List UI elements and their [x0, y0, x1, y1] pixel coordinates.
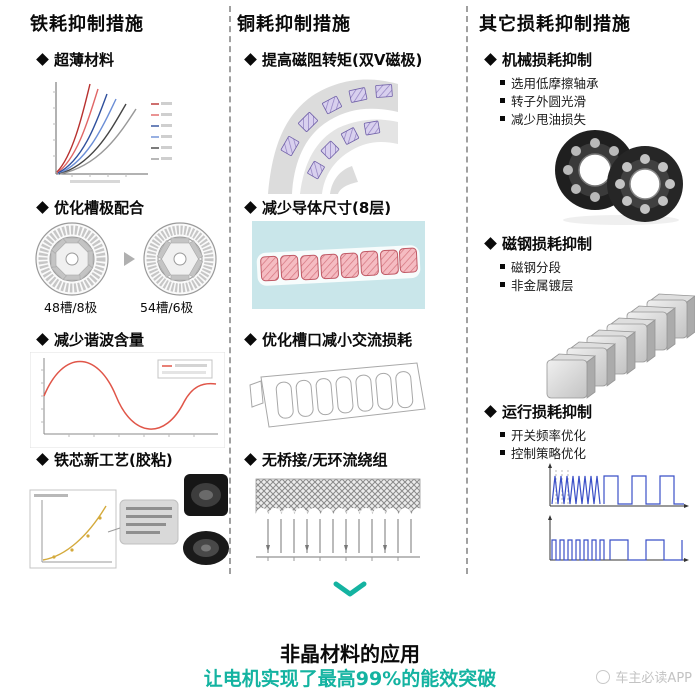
subitem-control-strategy: 控制策略优化 — [500, 443, 586, 462]
footer-highlight: 让电机实现了最高99%的能效突破 — [203, 668, 497, 690]
sine-wave-chart-figure — [29, 351, 226, 452]
square-bullet-icon — [500, 80, 505, 85]
subitem-smooth-rotor: 转子外圆光滑 — [500, 91, 586, 110]
subitem-reduce-oil-loss: 减少甩油损失 — [500, 109, 586, 128]
diamond-bullet-icon — [36, 453, 49, 466]
item-bridgeless-winding: 无桥接/无环流绕组 — [244, 449, 388, 470]
watermark-logo-icon — [596, 669, 611, 684]
watermark: 车主必读APP — [596, 667, 692, 686]
motor-cross-sections-figure — [28, 220, 228, 302]
item-label: 无桥接/无环流绕组 — [262, 451, 388, 469]
subitem-nonmetal-coating: 非金属镀层 — [500, 275, 574, 294]
magnet-blocks-figure — [537, 288, 697, 414]
subitem-label: 减少甩油损失 — [511, 112, 587, 127]
caption-48-slot-8-pole: 48槽/8极 — [44, 300, 98, 315]
subitem-label: 开关频率优化 — [511, 428, 587, 443]
item-label: 优化槽口减小交流损耗 — [262, 331, 413, 349]
item-label: 运行损耗抑制 — [502, 403, 593, 421]
item-mechanical-loss: 机械损耗抑制 — [484, 49, 593, 70]
item-optimize-slot-opening: 优化槽口减小交流损耗 — [244, 329, 413, 350]
square-bullet-icon — [500, 282, 505, 287]
column-separator-left — [229, 6, 231, 574]
copper-loss-column-title: 铜耗抑制措施 — [237, 14, 351, 35]
square-bullet-icon — [500, 432, 505, 437]
square-bullet-icon — [500, 116, 505, 121]
watermark-label: 车主必读APP — [615, 671, 692, 686]
diamond-bullet-icon — [244, 333, 257, 346]
item-reluctance-torque: 提高磁阻转矩(双V磁极) — [244, 49, 423, 70]
core-bonding-process-figure — [28, 472, 230, 576]
double-v-magnet-figure — [258, 76, 400, 200]
subitem-low-friction-bearing: 选用低摩擦轴承 — [500, 73, 599, 92]
item-label: 优化槽极配合 — [54, 199, 145, 217]
item-label: 提高磁阻转矩(双V磁极) — [262, 51, 423, 69]
item-operating-loss: 运行损耗抑制 — [484, 401, 593, 422]
item-reduce-conductor-size: 减少导体尺寸(8层) — [244, 197, 392, 218]
diamond-bullet-icon — [36, 201, 49, 214]
item-magnet-loss: 磁钢损耗抑制 — [484, 233, 593, 254]
square-bullet-icon — [500, 450, 505, 455]
arrow-right-icon — [124, 252, 135, 266]
column-separator-right — [466, 6, 468, 574]
item-label: 磁钢损耗抑制 — [502, 235, 593, 253]
subitem-magnet-segmentation: 磁钢分段 — [500, 257, 561, 276]
subitem-label: 非金属镀层 — [511, 278, 574, 293]
diamond-bullet-icon — [484, 53, 497, 66]
item-ultrathin-material: 超薄材料 — [36, 49, 115, 70]
diamond-bullet-icon — [484, 237, 497, 250]
diamond-bullet-icon — [244, 201, 257, 214]
item-label: 减少导体尺寸(8层) — [262, 199, 392, 217]
footer-title: 非晶材料的应用 — [280, 642, 420, 666]
bearings-figure — [543, 126, 695, 230]
iron-loss-column-title: 铁耗抑制措施 — [30, 14, 144, 35]
diamond-bullet-icon — [36, 53, 49, 66]
item-slot-pole-match: 优化槽极配合 — [36, 197, 145, 218]
thin-material-curves-figure — [40, 76, 175, 194]
item-label: 铁芯新工艺(胶粘) — [54, 451, 173, 469]
square-bullet-icon — [500, 264, 505, 269]
item-label: 机械损耗抑制 — [502, 51, 593, 69]
square-bullet-icon — [500, 98, 505, 103]
slot-outline-figure — [247, 355, 431, 439]
eight-layer-conductor-figure — [252, 221, 425, 313]
chevron-down-icon — [332, 580, 368, 602]
subitem-label: 转子外圆光滑 — [511, 94, 587, 109]
other-loss-column-title: 其它损耗抑制措施 — [479, 14, 631, 35]
subitem-label: 磁钢分段 — [511, 260, 562, 275]
winding-diagram-figure — [252, 473, 425, 573]
item-reduce-harmonics: 减少谐波含量 — [36, 329, 145, 350]
caption-54-slot-6-pole: 54槽/6极 — [140, 300, 194, 315]
subitem-switching-frequency: 开关频率优化 — [500, 425, 586, 444]
item-label: 超薄材料 — [54, 51, 115, 69]
diamond-bullet-icon — [484, 405, 497, 418]
diamond-bullet-icon — [244, 53, 257, 66]
pwm-waveforms-figure — [540, 460, 690, 570]
subitem-label: 控制策略优化 — [511, 446, 587, 461]
item-core-new-process: 铁芯新工艺(胶粘) — [36, 449, 173, 470]
diamond-bullet-icon — [244, 453, 257, 466]
subitem-label: 选用低摩擦轴承 — [511, 76, 599, 91]
item-label: 减少谐波含量 — [54, 331, 145, 349]
diamond-bullet-icon — [36, 333, 49, 346]
